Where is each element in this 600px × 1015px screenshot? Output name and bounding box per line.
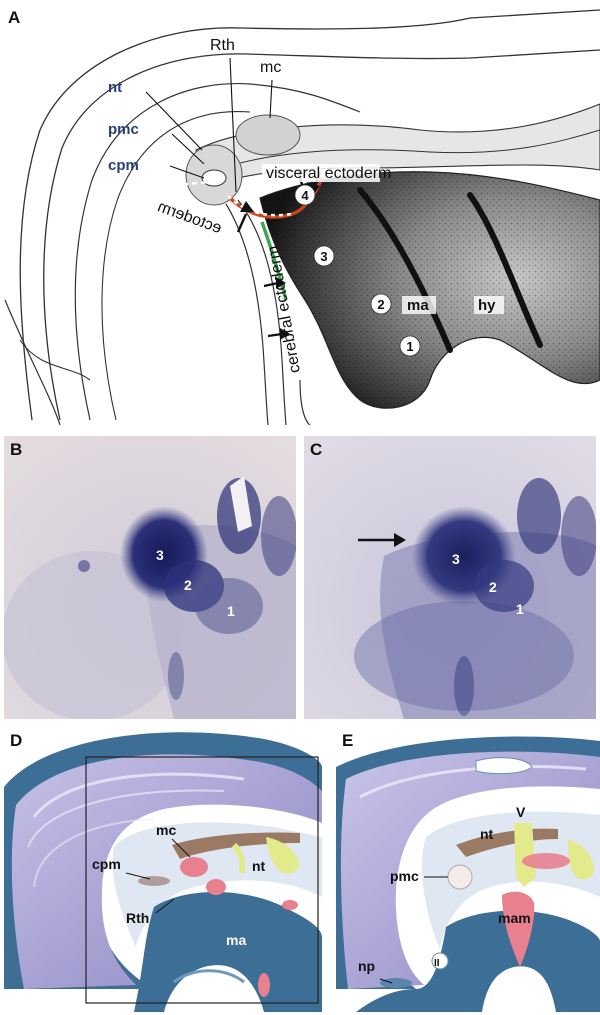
c-arch-label-1: 1 <box>516 601 524 617</box>
arrow-rth <box>238 214 246 232</box>
e-pmc-sphere <box>448 865 472 889</box>
panel-e-label: E <box>342 731 353 751</box>
arch-label-2: 2 <box>377 297 384 312</box>
panel-d: mc nt cpm Rth ma D <box>4 727 322 1012</box>
c-arch-label-3: 3 <box>452 551 460 567</box>
ma-tissue <box>134 892 322 1012</box>
e-np-structure <box>380 978 412 988</box>
b-arch-label-2: 2 <box>184 577 192 593</box>
panel-a-diagram: Rth mc nt pmc cpm visceral ectoderm cere… <box>0 0 600 425</box>
d-label-cpm: cpm <box>92 856 121 872</box>
jaw-contour <box>300 380 310 425</box>
lower-face-contour <box>5 300 60 425</box>
panel-a: A <box>0 0 600 425</box>
panel-b-label: B <box>10 440 22 460</box>
label-visceral-ectoderm: visceral ectoderm <box>266 165 391 182</box>
d-label-ma: ma <box>226 932 246 948</box>
panel-b-stain-image: 3 2 1 <box>4 436 296 719</box>
panel-d-label: D <box>10 731 22 751</box>
label-cpm: cpm <box>108 157 139 174</box>
b-arch-label-3: 3 <box>156 547 164 563</box>
muscle-pink-1 <box>180 857 208 877</box>
d-label-mc: mc <box>156 822 176 838</box>
arch-label-1: 1 <box>406 339 413 354</box>
d-label-nt: nt <box>252 858 266 874</box>
e-label-nt: nt <box>480 826 494 842</box>
panel-e-3d-render: nt V pmc mam np II <box>336 727 600 1012</box>
label-nt: nt <box>108 79 122 96</box>
d-label-rth: Rth <box>126 910 149 926</box>
panel-b: 3 2 1 B <box>4 436 296 719</box>
e-label-ii: II <box>434 958 440 969</box>
e-label-mam: mam <box>498 910 531 926</box>
label-ma: ma <box>407 297 429 314</box>
cerebral-ectoderm-inner <box>226 204 268 425</box>
label-hy: hy <box>478 297 496 314</box>
panel-c: 3 2 1 C <box>304 436 596 719</box>
mc-body <box>236 115 300 155</box>
e-label-v: V <box>516 804 526 820</box>
e-label-pmc: pmc <box>390 868 419 884</box>
label-pmc: pmc <box>108 121 139 138</box>
panel-e: nt V pmc mam np II E <box>336 727 600 1012</box>
panel-d-3d-render: mc nt cpm Rth ma <box>4 727 322 1012</box>
c-arch-label-2: 2 <box>489 579 497 595</box>
panel-c-label: C <box>310 440 322 460</box>
panel-a-label: A <box>8 8 20 28</box>
label-mc: mc <box>260 59 281 76</box>
arch-label-3: 3 <box>320 249 327 264</box>
arch-label-4: 4 <box>301 188 309 203</box>
e-label-np: np <box>358 958 375 974</box>
panel-c-stain-image: 3 2 1 <box>304 436 596 719</box>
label-rth: Rth <box>210 37 235 54</box>
b-arch-label-1: 1 <box>227 603 235 619</box>
